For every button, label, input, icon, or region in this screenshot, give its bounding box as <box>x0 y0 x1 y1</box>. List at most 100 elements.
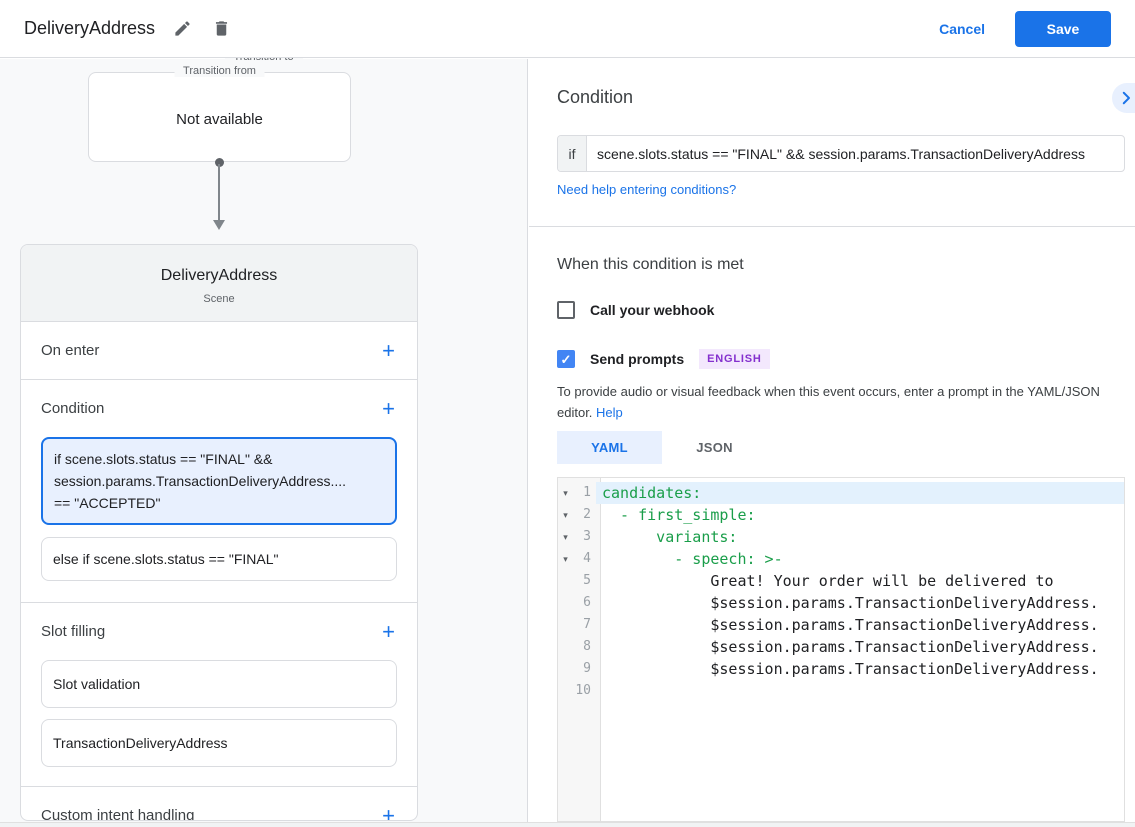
editor-format-tabs: YAML JSON <box>557 431 767 464</box>
condition-detail-panel: Condition if scene.slots.status == "FINA… <box>529 59 1135 827</box>
code-text: $session.params.TransactionDeliveryAddre… <box>602 638 1099 656</box>
chevron-right-icon <box>1122 91 1130 105</box>
fold-arrow-icon[interactable]: ▾ <box>563 510 568 520</box>
transition-to-card: DeliveryAddress Scene On enter + Conditi… <box>20 244 418 821</box>
transition-from-box: Transition from Not available <box>88 65 351 162</box>
section-custom-intent: Custom intent handling + <box>21 787 417 821</box>
editor-lines: ▾ 1 candidates: ▾ 2 - first_simple: ▾ 3 … <box>558 478 1124 702</box>
code-line: 10 <box>558 680 1124 702</box>
fold-arrow-icon[interactable]: ▾ <box>563 532 568 542</box>
code-line: ▾ 4 - speech: >- <box>558 548 1124 570</box>
custom-intent-label: Custom intent handling <box>41 807 195 821</box>
condition-card-else[interactable]: else if scene.slots.status == "FINAL" <box>41 537 397 581</box>
code-line: 8 $session.params.TransactionDeliveryAdd… <box>558 636 1124 658</box>
code-text: Great! Your order will be delivered to <box>602 572 1054 590</box>
line-number: 7 <box>583 617 591 632</box>
condition-card-line: == "ACCEPTED" <box>54 495 161 511</box>
slot-filling-label: Slot filling <box>41 623 106 640</box>
page-title: DeliveryAddress <box>24 18 156 38</box>
add-slot-button[interactable]: + <box>382 618 395 644</box>
section-slot-filling: Slot filling + Slot validation Transacti… <box>21 603 417 787</box>
send-prompts-label: Send prompts <box>590 351 685 367</box>
if-prefix-label: if <box>558 136 587 171</box>
line-number: 5 <box>583 573 591 588</box>
code-line: ▾ 2 - first_simple: <box>558 504 1124 526</box>
condition-card-line: session.params.TransactionDeliveryAddres… <box>54 473 347 489</box>
code-text: - first_simple: <box>602 506 756 524</box>
code-line: ▾ 1 candidates: <box>558 482 1124 504</box>
on-enter-label: On enter <box>41 342 100 359</box>
slot-transaction-card[interactable]: TransactionDeliveryAddress <box>41 719 397 767</box>
code-text: $session.params.TransactionDeliveryAddre… <box>602 616 1099 634</box>
tab-yaml[interactable]: YAML <box>557 431 662 464</box>
code-line: ▾ 3 variants: <box>558 526 1124 548</box>
cancel-button[interactable]: Cancel <box>939 20 985 37</box>
code-text: $session.params.TransactionDeliveryAddre… <box>602 660 1099 678</box>
topbar-actions: Cancel Save <box>939 10 1111 47</box>
fold-spacer <box>558 570 573 592</box>
delete-scene-button[interactable] <box>210 17 233 40</box>
scene-card-header: DeliveryAddress Scene <box>21 245 417 322</box>
send-prompts-checkbox-row: ✓ Send prompts ENGLISH <box>557 349 770 369</box>
tab-json[interactable]: JSON <box>696 440 733 455</box>
add-condition-button[interactable]: + <box>382 395 395 421</box>
fold-spacer <box>558 614 573 636</box>
code-line: 9 $session.params.TransactionDeliveryAdd… <box>558 658 1124 680</box>
fold-spacer <box>558 680 573 702</box>
condition-expression-input[interactable]: scene.slots.status == "FINAL" && session… <box>597 145 1085 162</box>
code-text: variants: <box>602 528 738 546</box>
code-text: candidates: <box>596 482 1124 504</box>
editor-gutter <box>558 478 601 821</box>
code-text: $session.params.TransactionDeliveryAddre… <box>602 594 1099 612</box>
line-number: 3 <box>583 529 591 544</box>
condition-help-link[interactable]: Need help entering conditions? <box>557 182 737 197</box>
panel-divider <box>529 226 1135 227</box>
transition-from-value: Not available <box>176 111 263 128</box>
flow-connector-line <box>218 164 220 221</box>
code-text: - speech: >- <box>602 550 783 568</box>
section-condition: Condition + if scene.slots.status == "FI… <box>21 380 417 603</box>
fold-arrow-icon[interactable]: ▾ <box>563 488 568 498</box>
line-number: 6 <box>583 595 591 610</box>
code-line: 7 $session.params.TransactionDeliveryAdd… <box>558 614 1124 636</box>
section-on-enter: On enter + <box>21 322 417 380</box>
fold-spacer <box>558 636 573 658</box>
prompts-description: To provide audio or visual feedback when… <box>557 381 1113 423</box>
condition-expression-field[interactable]: if scene.slots.status == "FINAL" && sess… <box>557 135 1125 172</box>
condition-label: Condition <box>41 400 105 417</box>
fold-spacer <box>558 592 573 614</box>
scene-title-group: DeliveryAddress <box>24 17 233 40</box>
scene-type-label: Scene <box>203 293 235 305</box>
prompts-description-text: To provide audio or visual feedback when… <box>557 384 1100 420</box>
call-webhook-checkbox[interactable] <box>557 301 575 319</box>
add-on-enter-button[interactable]: + <box>382 337 395 363</box>
code-line: 6 $session.params.TransactionDeliveryAdd… <box>558 592 1124 614</box>
webhook-checkbox-row: Call your webhook <box>557 301 714 319</box>
flow-connector-dot <box>215 158 224 167</box>
line-number: 9 <box>583 661 591 676</box>
code-text <box>596 680 1124 702</box>
language-badge: ENGLISH <box>699 349 770 369</box>
help-link[interactable]: Help <box>596 405 623 420</box>
condition-card-line: if scene.slots.status == "FINAL" && <box>54 451 273 467</box>
when-condition-met-title: When this condition is met <box>557 256 744 273</box>
top-app-bar: DeliveryAddress Cancel Save <box>0 0 1135 58</box>
slot-validation-card[interactable]: Slot validation <box>41 660 397 708</box>
fold-spacer <box>558 658 573 680</box>
fold-arrow-icon[interactable]: ▾ <box>563 554 568 564</box>
add-custom-intent-button[interactable]: + <box>380 804 397 820</box>
pencil-icon <box>175 21 190 36</box>
yaml-code-editor[interactable]: ▾ 1 candidates: ▾ 2 - first_simple: ▾ 3 … <box>557 477 1125 822</box>
edit-title-button[interactable] <box>171 17 194 40</box>
save-button[interactable]: Save <box>1015 10 1111 47</box>
condition-card-selected[interactable]: if scene.slots.status == "FINAL" && sess… <box>41 437 397 525</box>
collapse-panel-button[interactable] <box>1112 83 1135 113</box>
line-number: 2 <box>583 507 591 522</box>
code-line: 5 Great! Your order will be delivered to <box>558 570 1124 592</box>
flow-connector-arrowhead-icon <box>213 220 225 230</box>
transition-from-legend: Transition from <box>174 65 265 77</box>
send-prompts-checkbox[interactable]: ✓ <box>557 350 575 368</box>
scene-flow-panel: Transition from Not available Transition… <box>0 51 528 827</box>
line-number: 4 <box>583 551 591 566</box>
condition-panel-title: Condition <box>557 87 634 107</box>
